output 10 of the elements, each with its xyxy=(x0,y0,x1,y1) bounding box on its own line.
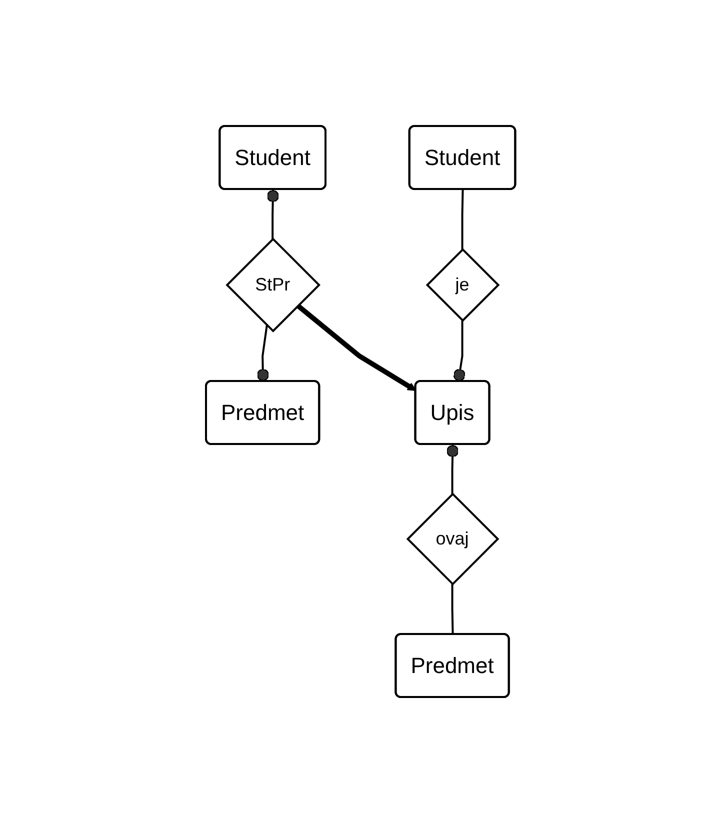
connector xyxy=(257,326,270,382)
node-diamond: StPr xyxy=(226,238,321,333)
connector xyxy=(447,444,460,494)
connector xyxy=(462,190,464,250)
connector xyxy=(267,190,280,240)
connector xyxy=(454,321,466,382)
node-diamond: ovaj xyxy=(406,493,500,586)
node-diamond: je xyxy=(426,248,500,322)
arrow xyxy=(296,304,417,392)
connector xyxy=(452,584,454,636)
